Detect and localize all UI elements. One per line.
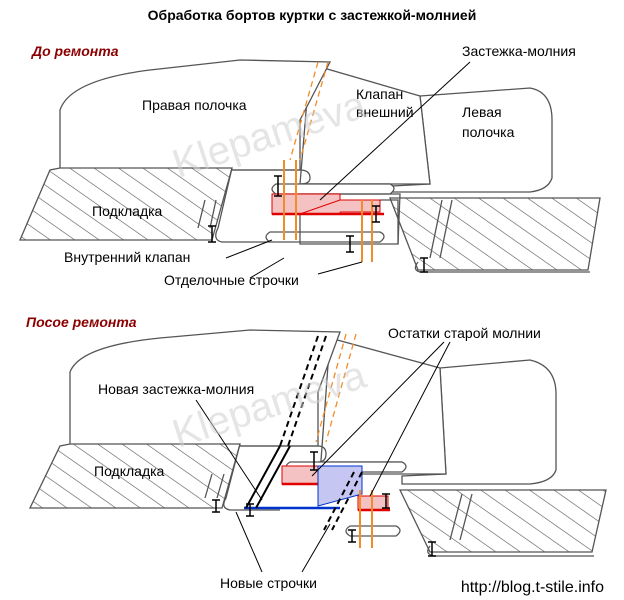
after-lining-panel bbox=[28, 443, 241, 509]
footer-url: http://blog.t-stile.info bbox=[461, 579, 604, 596]
leader-new-zipper bbox=[195, 399, 263, 501]
topstitch-right-front bbox=[283, 160, 297, 240]
leader-new-stitching bbox=[235, 511, 331, 573]
label-outer-flap-2: внешний bbox=[356, 104, 414, 120]
right-front-panel bbox=[59, 59, 332, 171]
label-outer-flap-1: Клапан bbox=[356, 86, 403, 102]
diagram-title: Обработка бортов куртки с застежкой-молн… bbox=[148, 7, 477, 23]
leader-topstitching bbox=[249, 257, 363, 279]
zipper-tape-right bbox=[299, 199, 381, 215]
label-left-front-2: полочка bbox=[462, 124, 515, 140]
label-lining-before: Подкладка bbox=[92, 203, 163, 219]
after-heading: Посое ремонта bbox=[26, 314, 137, 330]
after-diagram: Посое ремонта bbox=[26, 314, 607, 591]
outer-flap-panel bbox=[299, 63, 431, 185]
left-front-panel bbox=[391, 87, 553, 193]
label-lining-after: Подкладка bbox=[94, 463, 165, 479]
new-stitch-right-front bbox=[245, 445, 291, 509]
label-inner-flap: Внутренний клапан bbox=[64, 249, 190, 265]
label-right-front: Правая полочка bbox=[142, 97, 247, 113]
topstitch-left-front bbox=[361, 200, 373, 262]
before-diagram: До ремонта Правая bbox=[19, 43, 601, 288]
leader-old-zipper bbox=[311, 341, 451, 497]
after-left-front-panel bbox=[401, 359, 557, 485]
new-stitch-left-front bbox=[323, 471, 363, 531]
lining-panel bbox=[19, 167, 233, 241]
label-zipper: Застежка-молния bbox=[462, 43, 576, 59]
old-stitching-remains bbox=[359, 490, 373, 548]
left-front-lining bbox=[389, 197, 601, 271]
leader-inner-flap bbox=[225, 239, 273, 259]
leader-zipper bbox=[319, 61, 471, 201]
label-left-front-1: Левая bbox=[462, 104, 502, 120]
topstitch-hidden bbox=[289, 61, 329, 161]
label-new-stitching: Новые строчки bbox=[220, 575, 317, 591]
before-heading: До ремонта bbox=[31, 43, 119, 59]
after-right-front-panel bbox=[69, 329, 341, 447]
label-topstitching: Отделочные строчки bbox=[164, 272, 299, 288]
label-old-zipper-remains: Остатки старой молнии bbox=[388, 325, 541, 341]
label-new-zipper: Новая застежка-молния bbox=[98, 381, 254, 397]
